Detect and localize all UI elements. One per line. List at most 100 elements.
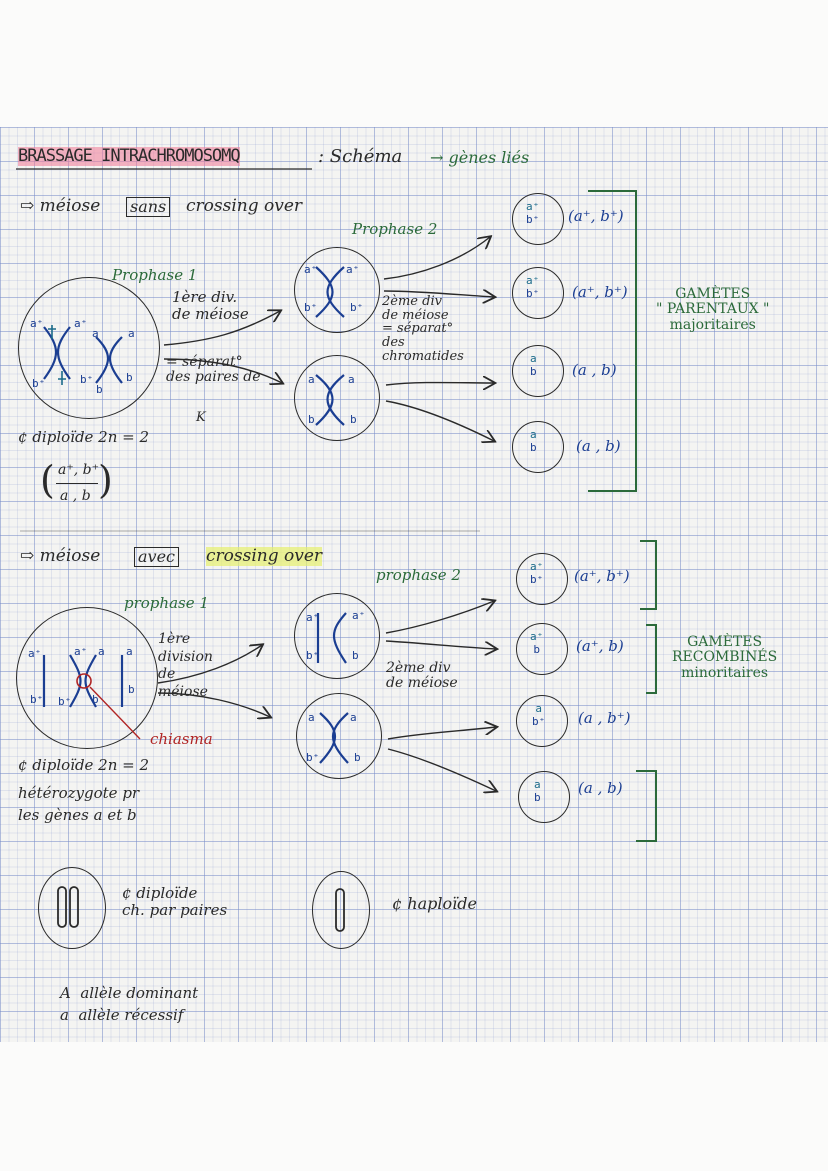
gamete-genotype: (a⁺, b⁺) <box>574 567 630 585</box>
gamete-alleles: a⁺b⁺ <box>530 560 544 586</box>
chromosome-label: b <box>308 413 315 426</box>
section2-heading-suffix: crossing over <box>206 546 323 566</box>
section2-prophase2-cell-top <box>294 593 380 679</box>
section2-prophase2-cell-bottom <box>296 693 382 779</box>
section1-second-division: 2ème div de méiose = séparat° des chroma… <box>382 294 464 364</box>
gamete-cell <box>518 771 570 823</box>
chromosome-label: a⁺ <box>28 647 42 660</box>
notebook-page: BRASSAGE INTRACHROMOSOMQ : Schéma → gène… <box>0 127 828 1042</box>
chiasma-label: chiasma <box>150 730 213 748</box>
section2-prophase2-label: prophase 2 <box>376 566 461 584</box>
legend-diploid-cell <box>38 867 106 949</box>
chromosome-label: b⁺ <box>306 649 320 662</box>
chromosome-label: a <box>308 711 315 724</box>
gamete-cell <box>512 193 564 245</box>
chromosome-label: a <box>92 327 99 340</box>
chromosome-label: b⁺ <box>306 751 320 764</box>
chromosome-label: b <box>126 371 133 384</box>
section1-bracket-label: GAMÈTES " PARENTAUX " majoritaires <box>656 286 770 333</box>
gamete-genotype: (a⁺, b⁺) <box>572 283 628 301</box>
gamete-cell <box>512 345 564 397</box>
section1-prophase1-cell <box>18 277 160 419</box>
section1-separation-mark: K <box>196 410 206 425</box>
legend-diploid-label: ¢ diploïde ch. par paires <box>122 884 228 920</box>
section1-heading-prefix: ⇨ méiose <box>20 196 101 216</box>
chromosome-label: b⁺ <box>32 377 46 390</box>
heterozygote-label: hétérozygote pr les gènes a et b <box>18 784 140 824</box>
chromosome-label: a⁺ <box>306 611 320 624</box>
chromosome-label: b <box>354 751 361 764</box>
genotype-paren-left: ( <box>40 458 55 502</box>
title-suffix: : Schéma <box>318 146 403 167</box>
gamete-genotype: (a , b⁺) <box>578 709 631 727</box>
chromosome-label: a⁺ <box>352 609 366 622</box>
chromosome-label: b <box>92 693 99 706</box>
title-note: → gènes liés <box>430 148 530 167</box>
drawing-strokes <box>16 168 657 932</box>
page-title: BRASSAGE INTRACHROMOSOMQ <box>18 146 241 166</box>
gamete-genotype: (a , b) <box>576 437 621 455</box>
allele-dominant-label: A allèle dominant <box>60 984 199 1002</box>
legend-haploid-label: ¢ haploïde <box>392 894 477 913</box>
chromosome-label: b⁺ <box>30 693 44 706</box>
allele-recessive-label: a allèle récessif <box>60 1006 184 1024</box>
section2-chromosomes <box>42 654 124 708</box>
genotype-top: a⁺, b⁺ <box>58 462 99 478</box>
gamete-genotype: (a , b) <box>572 361 617 379</box>
section2-diploid-label: ¢ diploïde 2n = 2 <box>18 756 150 774</box>
chromosome-label: b <box>352 649 359 662</box>
chromosome-label: a⁺ <box>74 317 88 330</box>
section1-heading-box: sans <box>126 197 171 217</box>
section1-chromosomes <box>43 326 123 384</box>
chromosome-label: a⁺ <box>30 317 44 330</box>
chromosome-label: b <box>128 683 135 696</box>
section2-heading-box: avec <box>134 547 180 567</box>
chromosome-label: a <box>348 373 355 386</box>
gamete-cell <box>516 623 568 675</box>
section1-prophase2-label: Prophase 2 <box>352 220 438 238</box>
section1-first-division: 1ère div. de méiose <box>172 288 249 323</box>
gamete-cell <box>516 553 568 605</box>
chromosome-label: b <box>350 413 357 426</box>
chromosome-label: b⁺ <box>304 301 318 314</box>
section2-prophase1-cell <box>16 607 158 749</box>
section2-heading-prefix: ⇨ méiose <box>20 546 101 566</box>
genotype-bottom: a , b <box>60 488 91 504</box>
section2-bracket-label: GAMÈTES RECOMBINÉS minoritaires <box>672 634 778 681</box>
gamete-alleles: a⁺b <box>530 630 544 656</box>
section1-prophase1-label: Prophase 1 <box>112 266 198 284</box>
chromosome-label: a⁺ <box>304 263 318 276</box>
gamete-genotype: (a⁺, b) <box>576 637 624 655</box>
section2-prophase1-label: prophase 1 <box>124 594 209 612</box>
genotype-paren-right: ) <box>98 458 113 502</box>
gamete-genotype: (a , b) <box>578 779 623 797</box>
chromosome-label: a <box>126 645 133 658</box>
gamete-cell <box>516 695 568 747</box>
chromosome-label: b⁺ <box>80 373 94 386</box>
gamete-alleles: a⁺b⁺ <box>526 274 540 300</box>
gamete-cell <box>512 421 564 473</box>
gamete-alleles: a⁺b⁺ <box>526 200 540 226</box>
section1-heading-suffix: crossing over <box>186 196 303 216</box>
chromosome-label: b <box>96 383 103 396</box>
genotype-fraction-bar <box>56 483 98 484</box>
chromosome-label: a⁺ <box>74 645 88 658</box>
section1-prophase2-cell-top <box>294 247 380 333</box>
legend-haploid-cell <box>312 871 370 949</box>
section2-second-division: 2ème div de méiose <box>386 660 458 692</box>
chromosome-label: a⁺ <box>346 263 360 276</box>
chromosome-label: a <box>128 327 135 340</box>
section1-diploid-label: ¢ diploïde 2n = 2 <box>18 428 150 446</box>
chiasma-mark <box>76 673 92 689</box>
gamete-genotype: (a⁺, b⁺) <box>568 207 624 225</box>
chromosome-label: b⁺ <box>350 301 364 314</box>
chromosome-label: a <box>308 373 315 386</box>
chromosome-label: b⁺ <box>58 695 72 708</box>
chromosome-label: a <box>350 711 357 724</box>
chromosome-label: a <box>98 645 105 658</box>
gamete-cell <box>512 267 564 319</box>
